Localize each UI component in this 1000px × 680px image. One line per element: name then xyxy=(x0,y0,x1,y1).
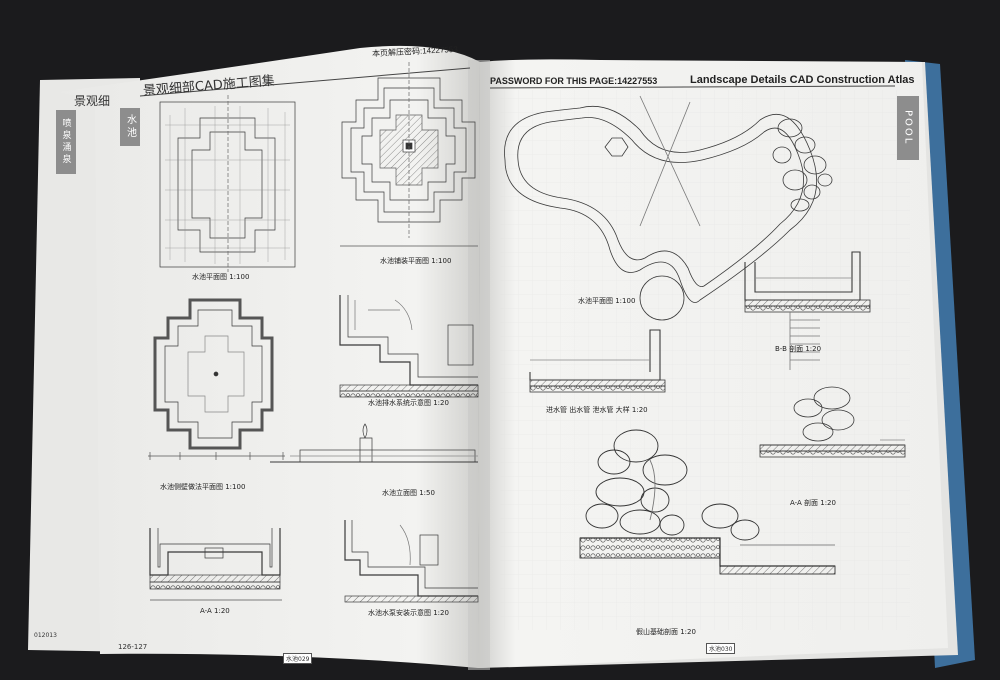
left-page-box: 水池029 xyxy=(283,653,313,664)
left-page-range: 126-127 xyxy=(118,643,148,651)
back-page-tab-label: 喷泉涌泉 xyxy=(60,118,71,166)
caption-rockery: 假山基础剖面 1:20 xyxy=(636,628,696,636)
section-bb-drawing xyxy=(744,251,871,370)
pool-plan-a-drawing xyxy=(159,95,296,272)
right-page-tab: POOL xyxy=(897,96,919,160)
caption-elevation: 水池立面图 1:50 xyxy=(382,489,435,497)
caption-drain: 水池排水系统示意图 1:20 xyxy=(368,399,449,407)
caption-section-bb: B-B 剖面 1:20 xyxy=(775,345,822,353)
right-page-title: Landscape Details CAD Construction Atlas xyxy=(690,74,915,86)
left-page xyxy=(58,45,480,669)
left-page-tab-label: 水池 xyxy=(124,114,136,140)
back-page-header: 景观细 xyxy=(74,94,111,108)
pump-section-drawing xyxy=(344,520,479,603)
right-page-box: 水池030 xyxy=(706,643,736,654)
caption-pump: 水池水泵安装示意图 1:20 xyxy=(368,609,449,617)
section-aa-right-drawing xyxy=(759,386,906,458)
pool-plan-b-drawing xyxy=(148,298,285,460)
caption-plan-a: 水池平面图 1:100 xyxy=(192,273,250,281)
pipe-detail-drawing xyxy=(529,329,666,393)
tile-plan-drawing xyxy=(340,62,478,247)
back-page-tab: 喷泉涌泉 xyxy=(56,110,76,174)
right-page-tab-label: POOL xyxy=(902,110,914,146)
rockery-section-drawing xyxy=(579,429,836,575)
caption-tile-plan: 水池铺装平面图 1:100 xyxy=(380,257,452,265)
caption-pool-plan: 水池平面图 1:100 xyxy=(578,297,636,305)
caption-section-aa-left: A-A 1:20 xyxy=(200,607,230,615)
back-page-number: 012013 xyxy=(34,632,57,639)
pool-elevation-drawing xyxy=(270,423,478,463)
section-aa-left-drawing xyxy=(149,528,282,601)
caption-plan-b: 水池侧壁做法平面图 1:100 xyxy=(160,483,246,491)
caption-pipes: 进水管 出水管 泄水管 大样 1:20 xyxy=(546,406,648,414)
left-page-tab: 水池 xyxy=(120,108,140,146)
right-page-password: PASSWORD FOR THIS PAGE:14227553 xyxy=(490,76,658,86)
drainage-section-drawing xyxy=(339,295,479,398)
caption-section-aa-right: A-A 剖面 1:20 xyxy=(790,499,836,507)
pool-plan-drawing xyxy=(504,95,833,321)
